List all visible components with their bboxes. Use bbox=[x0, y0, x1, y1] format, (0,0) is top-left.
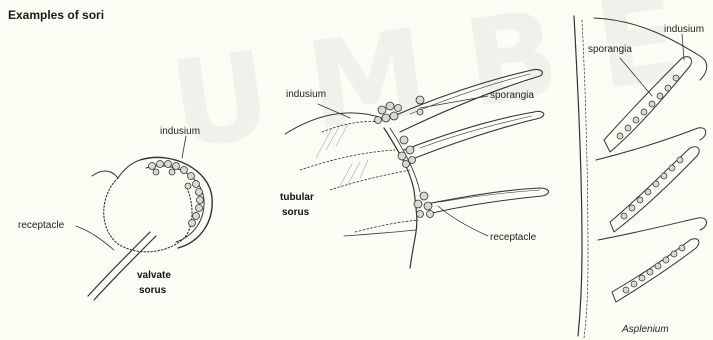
tubular-indusium-label: indusium bbox=[286, 89, 326, 100]
valvate-receptacle-leader bbox=[76, 226, 114, 250]
frond-vein bbox=[285, 113, 382, 134]
tubular-indusium-leader bbox=[318, 104, 350, 118]
tubular-receptacle-label: receptacle bbox=[490, 232, 536, 243]
valvate-name-label-2: sorus bbox=[139, 285, 166, 296]
asplenium-sporangia bbox=[617, 75, 685, 293]
valvate-indusium-leader bbox=[182, 136, 186, 158]
tubular-sporangia-leader bbox=[420, 96, 488, 108]
asplenium-sporangia-label: sporangia bbox=[588, 44, 632, 55]
asplenium-drawing bbox=[574, 16, 707, 338]
asplenium-sporangia-leader bbox=[620, 58, 652, 96]
asplenium-midrib bbox=[574, 16, 582, 336]
valvate-indusium-label: indusium bbox=[160, 126, 200, 137]
asplenium-indusium-leader bbox=[682, 34, 684, 60]
tubular-name-label-1: tubular bbox=[280, 192, 314, 203]
asplenium-indusium-label: indusium bbox=[664, 24, 704, 35]
tubular-sporangia-label: sporangia bbox=[490, 90, 534, 101]
valvate-receptacle-label: receptacle bbox=[18, 220, 64, 231]
valvate-flap bbox=[92, 171, 118, 178]
page-title: Examples of sori bbox=[8, 8, 104, 22]
asplenium-genus-label: Asplenium bbox=[622, 324, 669, 335]
valvate-name-label-1: valvate bbox=[137, 270, 171, 281]
tubular-sporangia bbox=[375, 96, 434, 218]
tubular-tube-middle bbox=[404, 111, 544, 160]
tubular-name-label-2: sorus bbox=[282, 207, 309, 218]
